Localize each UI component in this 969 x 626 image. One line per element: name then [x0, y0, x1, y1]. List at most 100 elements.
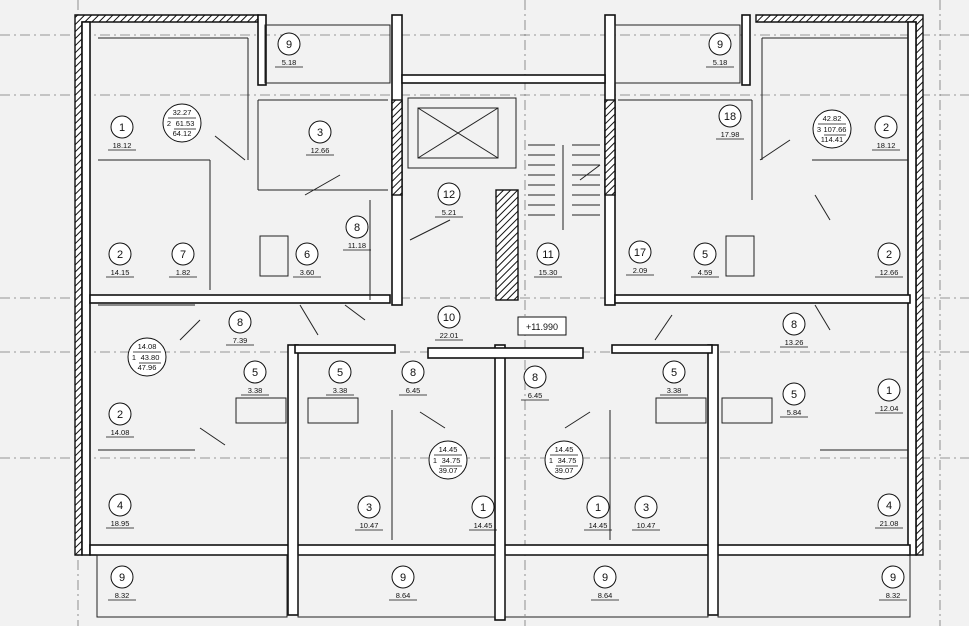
room-area: 22.01	[440, 331, 459, 340]
room-marker	[108, 402, 132, 426]
room-marker	[295, 242, 319, 266]
room-number: 8	[410, 367, 416, 379]
room-label: 53.38	[326, 360, 354, 396]
room-area: 10.47	[360, 521, 379, 530]
room-marker	[437, 182, 461, 206]
room-number: 3	[643, 502, 649, 514]
room-number: 1	[595, 502, 601, 514]
apartment-living-area: 14.45	[555, 445, 574, 454]
room-number: 4	[117, 500, 123, 512]
room-number: 12	[443, 189, 455, 201]
room-area: 10.47	[637, 521, 656, 530]
room-area: 3.38	[333, 386, 348, 395]
room-area: 5.21	[442, 208, 457, 217]
room-number: 4	[886, 500, 892, 512]
apartment-total-area: 34.75	[442, 456, 461, 465]
room-marker	[708, 32, 732, 56]
room-label: 53.38	[660, 360, 688, 396]
bathrooms	[235, 235, 773, 424]
level-mark-text: +11.990	[526, 322, 558, 332]
room-area: 18.12	[877, 141, 896, 150]
room-number: 1	[119, 122, 125, 134]
room-label: 312.66	[306, 120, 334, 156]
room-marker	[782, 382, 806, 406]
corridor	[294, 344, 713, 359]
room-number: 9	[400, 572, 406, 584]
room-label: 10 22.01	[435, 305, 463, 341]
room-label: 98.32	[108, 565, 136, 601]
room-label: 63.60	[293, 242, 321, 278]
room-label: 214.08	[106, 402, 134, 438]
room-marker	[523, 365, 547, 389]
room-area: 21.08	[880, 519, 899, 528]
room-number: 3	[317, 127, 323, 139]
apartment-room-count: 1	[132, 353, 136, 362]
room-area: 6.45	[406, 386, 421, 395]
room-number: 5	[252, 367, 258, 379]
room-label: 86.45	[399, 360, 427, 396]
room-marker	[108, 242, 132, 266]
room-label: 54.59	[691, 242, 719, 278]
room-marker	[243, 360, 267, 384]
room-area: 14.08	[111, 428, 130, 437]
room-area: 3.60	[300, 268, 315, 277]
room-label: 98.32	[879, 565, 907, 601]
room-marker	[437, 305, 461, 329]
apartment-room-count: 2	[167, 119, 171, 128]
room-marker	[110, 565, 134, 589]
room-number: 5	[702, 249, 708, 261]
room-area: 12.04	[880, 404, 899, 413]
room-label: 95.18	[275, 32, 303, 68]
room-area: 17.98	[721, 130, 740, 139]
room-marker	[628, 240, 652, 264]
room-label: 98.64	[389, 565, 417, 601]
apartment-room-count: 3	[817, 125, 821, 134]
room-marker	[881, 565, 905, 589]
door-swings	[179, 135, 831, 446]
apartment-total-area: 107.66	[824, 125, 847, 134]
room-number: 2	[886, 249, 892, 261]
apartment-total-area: 43.80	[141, 353, 160, 362]
apartment-marker	[544, 440, 584, 480]
room-label: 310.47	[355, 495, 383, 531]
room-marker	[328, 360, 352, 384]
room-label: 112.04	[875, 378, 903, 414]
room-marker	[357, 495, 381, 519]
room-label: 125.21	[435, 182, 463, 218]
room-marker	[228, 310, 252, 334]
room-area: 8.64	[598, 591, 613, 600]
room-area: 18.12	[113, 141, 132, 150]
room-marker	[877, 242, 901, 266]
room-marker	[593, 565, 617, 589]
room-marker	[693, 242, 717, 266]
room-marker	[586, 495, 610, 519]
room-marker	[108, 493, 132, 517]
room-label: 421.08	[875, 493, 903, 529]
apartment-living-area: 14.45	[439, 445, 458, 454]
apartment-total-balcony: 114.41	[821, 135, 843, 144]
room-marker	[401, 360, 425, 384]
balconies	[96, 24, 911, 618]
room-label: 114.45	[584, 495, 612, 531]
apartment-total-balcony: 39.07	[555, 466, 574, 475]
room-marker	[718, 104, 742, 128]
apartment-total-area: 34.75	[558, 456, 577, 465]
room-number: 7	[180, 249, 186, 261]
room-number: 9	[602, 572, 608, 584]
room-area: 1.82	[176, 268, 191, 277]
apartment-living-area: 42.82	[823, 114, 842, 123]
room-number: 2	[117, 409, 123, 421]
room-marker	[634, 495, 658, 519]
room-marker	[877, 493, 901, 517]
room-number: 1	[886, 385, 892, 397]
apartment-total-balcony: 64.12	[173, 129, 192, 138]
apartment-total-balcony: 47.96	[138, 363, 157, 372]
room-number: 10	[443, 312, 455, 324]
room-label: 811.18	[343, 215, 371, 251]
